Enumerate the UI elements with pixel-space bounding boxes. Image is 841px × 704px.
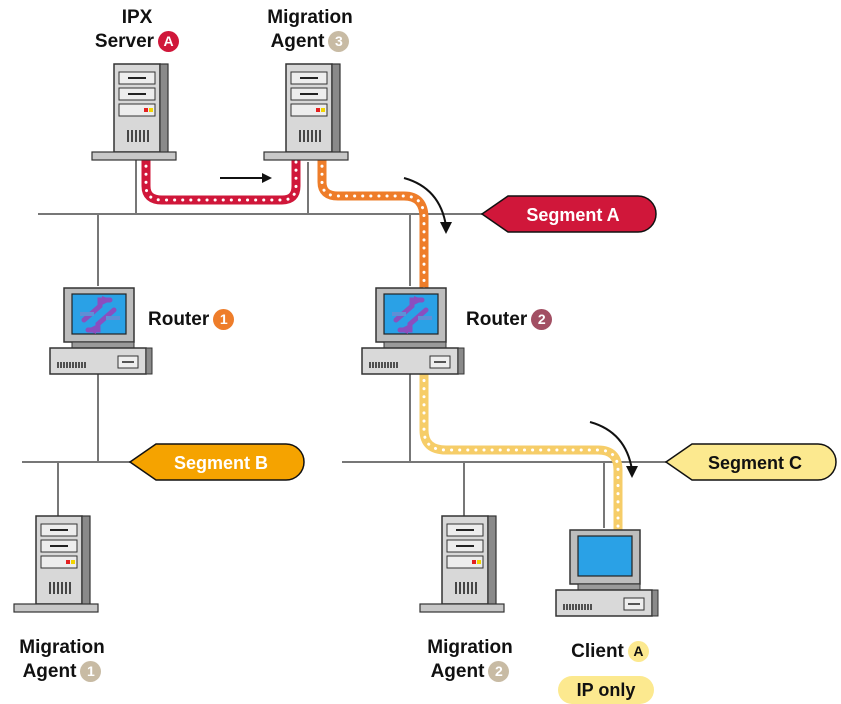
migration-path-red	[141, 153, 301, 205]
router-1-label-text: Router	[148, 309, 210, 330]
network-cabling	[22, 160, 670, 528]
badge-1-tan: 1	[80, 661, 102, 682]
segment-a-tag	[480, 195, 657, 233]
migration-agent-1-label-line1: Migration	[19, 637, 105, 658]
migration-path-yellow	[419, 335, 623, 535]
ipx-server-tower	[91, 63, 177, 161]
ipx-server-label-line1: IPX	[121, 7, 153, 28]
segment-b-tag	[128, 443, 305, 481]
migration-agent-3-label-line1: Migration	[267, 7, 353, 28]
migration-agent-2-tower	[419, 515, 505, 613]
router-2-computer	[361, 287, 465, 375]
segment-c-tag	[664, 443, 837, 481]
migration-agent-1-tower	[13, 515, 99, 613]
client-label-text: Client	[571, 641, 624, 662]
ipx-server-label-line2: Server	[94, 31, 155, 52]
ip-only-tag: IP only	[558, 676, 654, 704]
badge-2-tan: 2	[488, 661, 510, 682]
badge-a-yellow: A	[627, 641, 649, 662]
migration-agent-2-label-line2: Agent	[430, 661, 485, 682]
migration-agent-3-label-line2: Agent	[270, 31, 325, 52]
traffic-arrow-curve-a	[403, 177, 452, 234]
migration-agent-1-label-line2: Agent	[22, 661, 77, 682]
traffic-arrow-right	[220, 173, 272, 183]
badge-1-orange: 1	[213, 309, 235, 330]
segment-c-label: Segment C	[707, 453, 803, 473]
segment-b-label: Segment B	[173, 453, 269, 473]
router-2-label-text: Router	[466, 309, 528, 330]
traffic-arrow-curve-c	[589, 421, 638, 478]
badge-3-tan: 3	[328, 31, 350, 52]
badge-a-red: A	[158, 31, 180, 52]
segment-a-label: Segment A	[526, 205, 620, 225]
router-1-computer	[49, 287, 153, 375]
client-computer	[555, 529, 659, 617]
migration-agent-2-label-line1: Migration	[427, 637, 513, 658]
migration-path-orange	[317, 153, 429, 301]
badge-2-mauve: 2	[531, 309, 553, 330]
migration-agent-3-tower	[263, 63, 349, 161]
